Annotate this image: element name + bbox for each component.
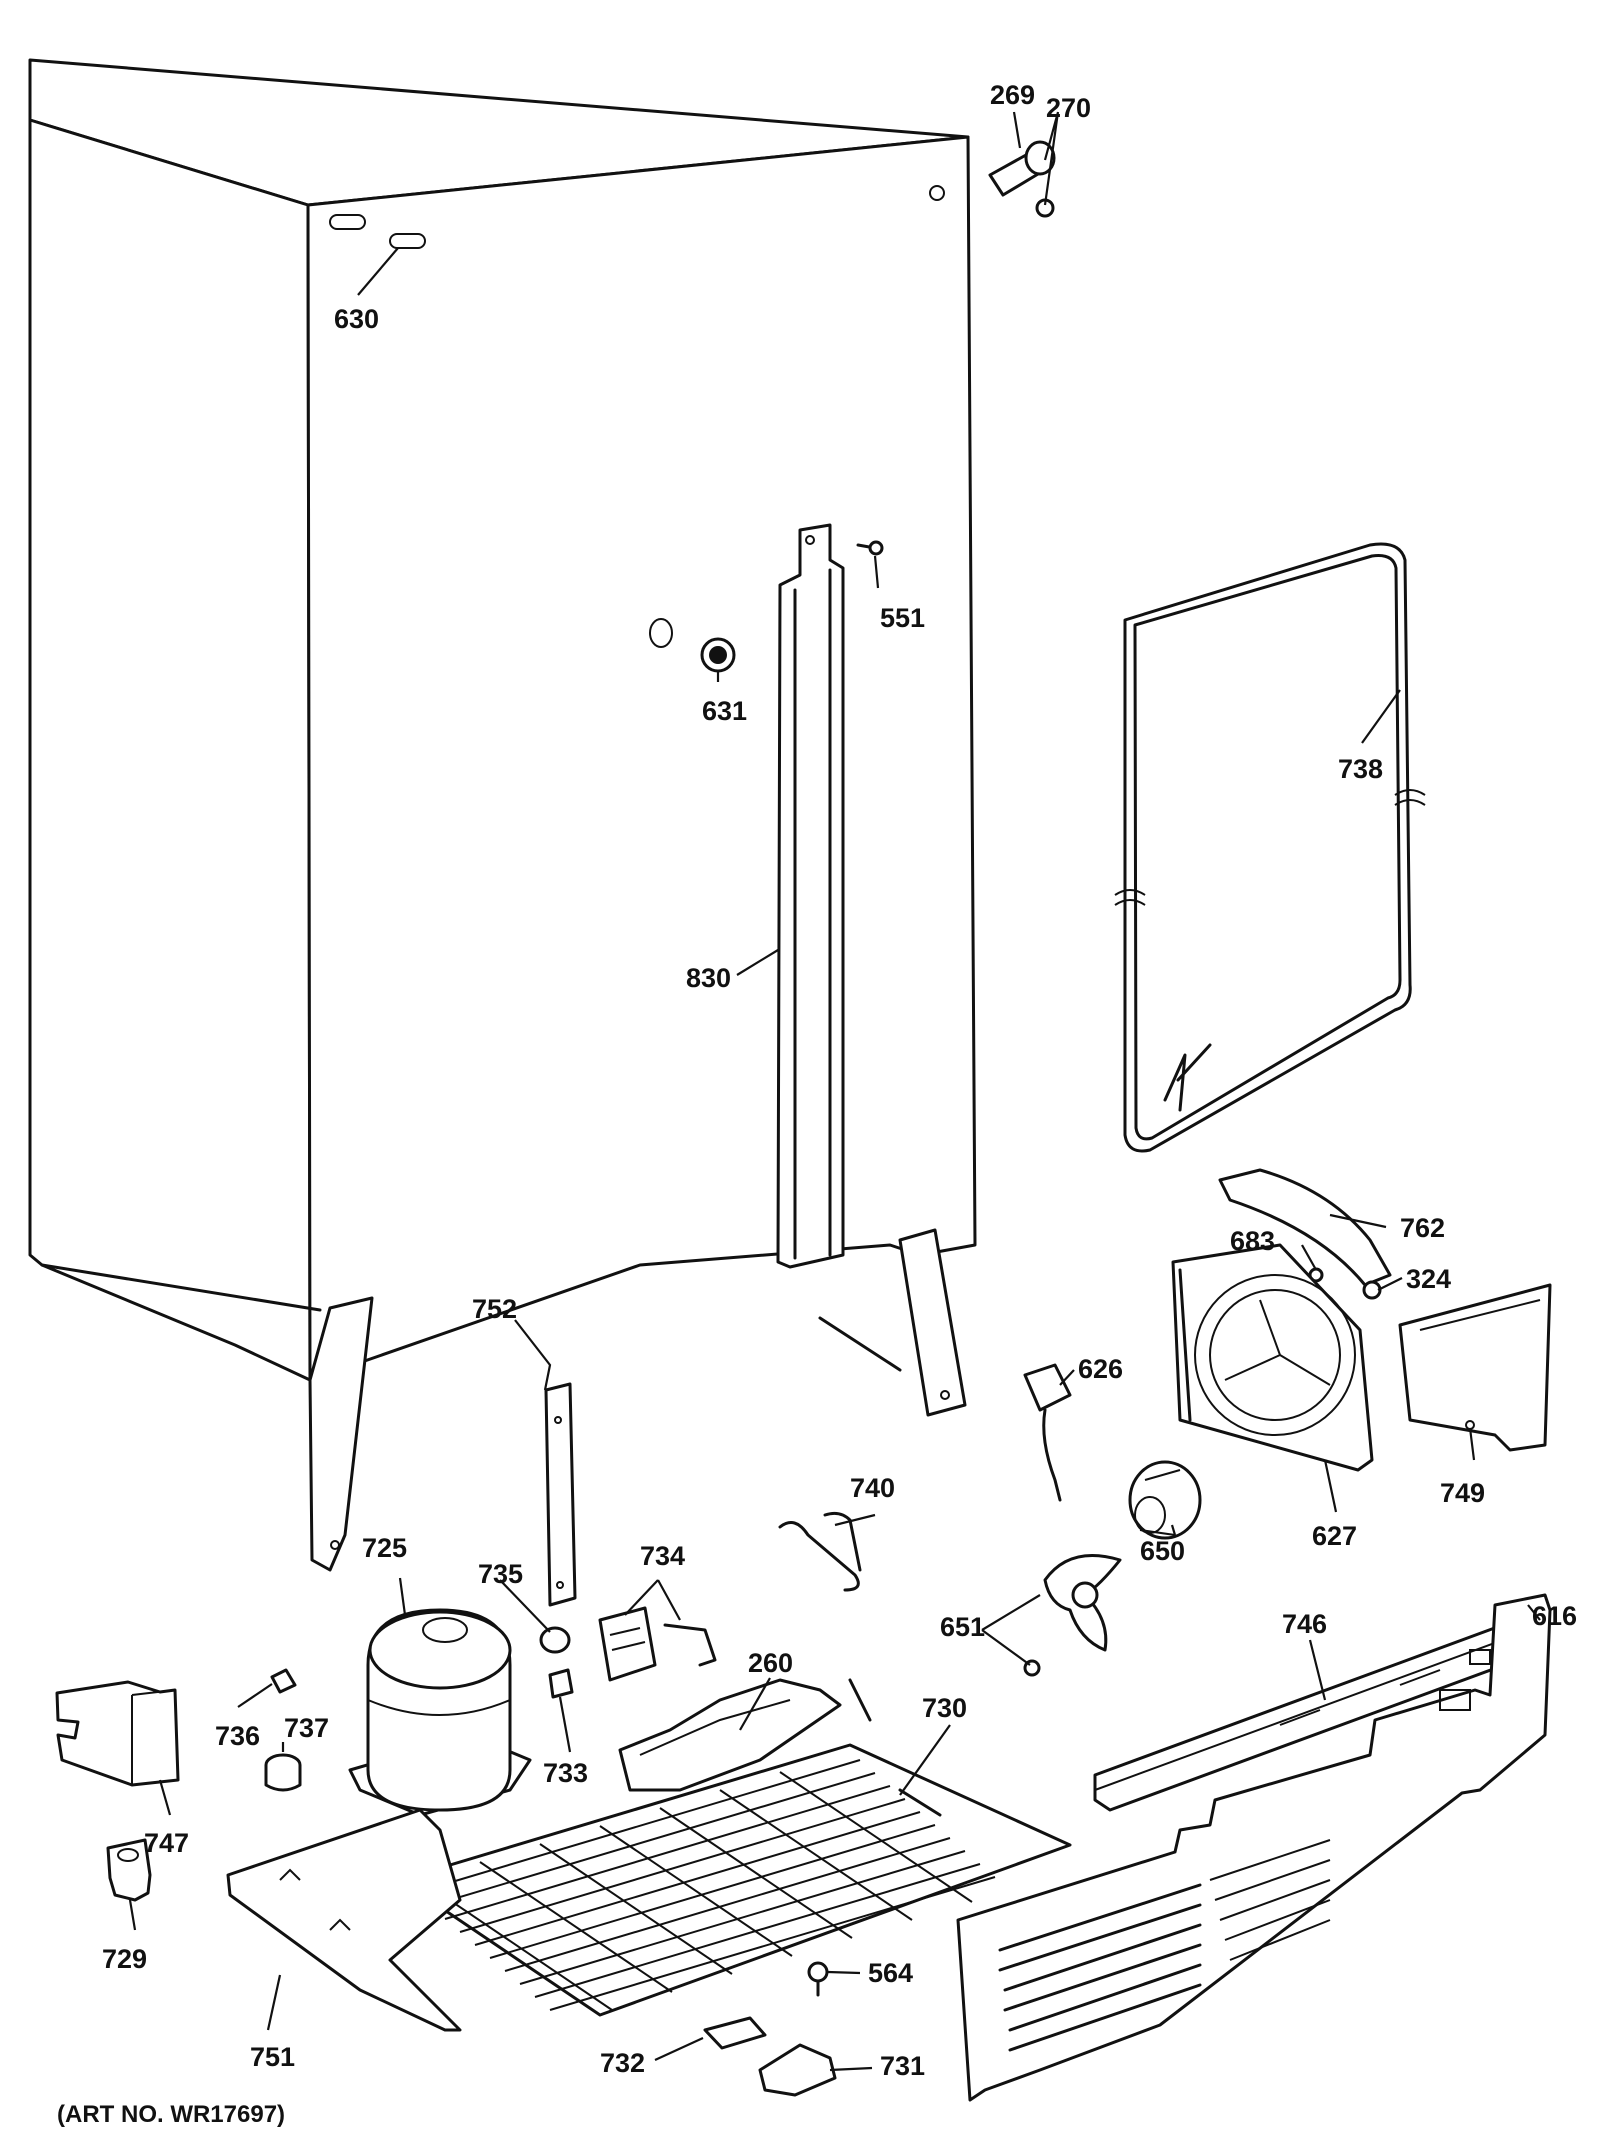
callout-650: 650	[1140, 1536, 1185, 1566]
callout-738: 738	[1338, 754, 1383, 784]
relay-part	[1023, 1363, 1072, 1502]
spring-clip-part	[778, 1511, 862, 1592]
clip-parts	[703, 1961, 837, 2097]
defrost-pan-part	[618, 1678, 842, 1792]
callout-740: 740	[850, 1473, 895, 1503]
access-panel-part	[1398, 1283, 1552, 1452]
callout-733: 733	[543, 1758, 588, 1788]
callout-725: 725	[362, 1533, 407, 1563]
callout-683: 683	[1230, 1226, 1275, 1256]
callout-734: 734	[640, 1541, 685, 1571]
callout-736: 736	[215, 1721, 260, 1751]
callout-616: 616	[1532, 1601, 1577, 1631]
callout-737: 737	[284, 1713, 329, 1743]
callout-747: 747	[144, 1828, 189, 1858]
callout-labels: 269 270 630 551 631 738 830 762 683 324 …	[57, 80, 1577, 2128]
callout-731: 731	[880, 2051, 925, 2081]
callout-752: 752	[472, 1294, 517, 1324]
callout-762: 762	[1400, 1213, 1445, 1243]
callout-270: 270	[1046, 93, 1091, 123]
heater-loop-part	[1114, 542, 1426, 1153]
center-mullion-strip	[776, 523, 884, 1269]
terminal-cover-part	[55, 1680, 180, 1787]
callout-630: 630	[334, 304, 379, 334]
callout-260: 260	[748, 1648, 793, 1678]
compressor-part	[348, 1608, 532, 1817]
grommet-part	[700, 637, 736, 673]
callout-324: 324	[1406, 1264, 1451, 1294]
base-pan-part	[226, 1808, 462, 2032]
callout-749: 749	[1440, 1478, 1485, 1508]
callout-631: 631	[702, 696, 747, 726]
callout-730: 730	[922, 1693, 967, 1723]
callout-564: 564	[868, 1958, 913, 1988]
grille-part	[956, 1593, 1552, 2102]
callout-551: 551	[880, 603, 925, 633]
callout-746: 746	[1282, 1609, 1327, 1639]
callout-269: 269	[990, 80, 1035, 110]
art-number: (ART NO. WR17697)	[57, 2101, 285, 2128]
small-parts	[264, 1606, 717, 1792]
fan-blade-part	[1023, 1554, 1122, 1677]
callout-626: 626	[1078, 1354, 1123, 1384]
callout-751: 751	[250, 2042, 295, 2072]
callout-732: 732	[600, 2048, 645, 2078]
callout-729: 729	[102, 1944, 147, 1974]
overload-protector-part	[106, 1838, 152, 1902]
callout-627: 627	[1312, 1521, 1357, 1551]
callout-651: 651	[940, 1612, 985, 1642]
leader-lines	[128, 111, 1541, 2072]
callout-735: 735	[478, 1559, 523, 1589]
fan-motor-part	[1128, 1460, 1202, 1540]
callout-830: 830	[686, 963, 731, 993]
fan-shroud-part	[1171, 1243, 1374, 1472]
gasket-strip-part	[1218, 1168, 1392, 1287]
condenser-coil-part	[398, 1678, 1072, 2017]
bracket-part	[544, 1382, 577, 1607]
